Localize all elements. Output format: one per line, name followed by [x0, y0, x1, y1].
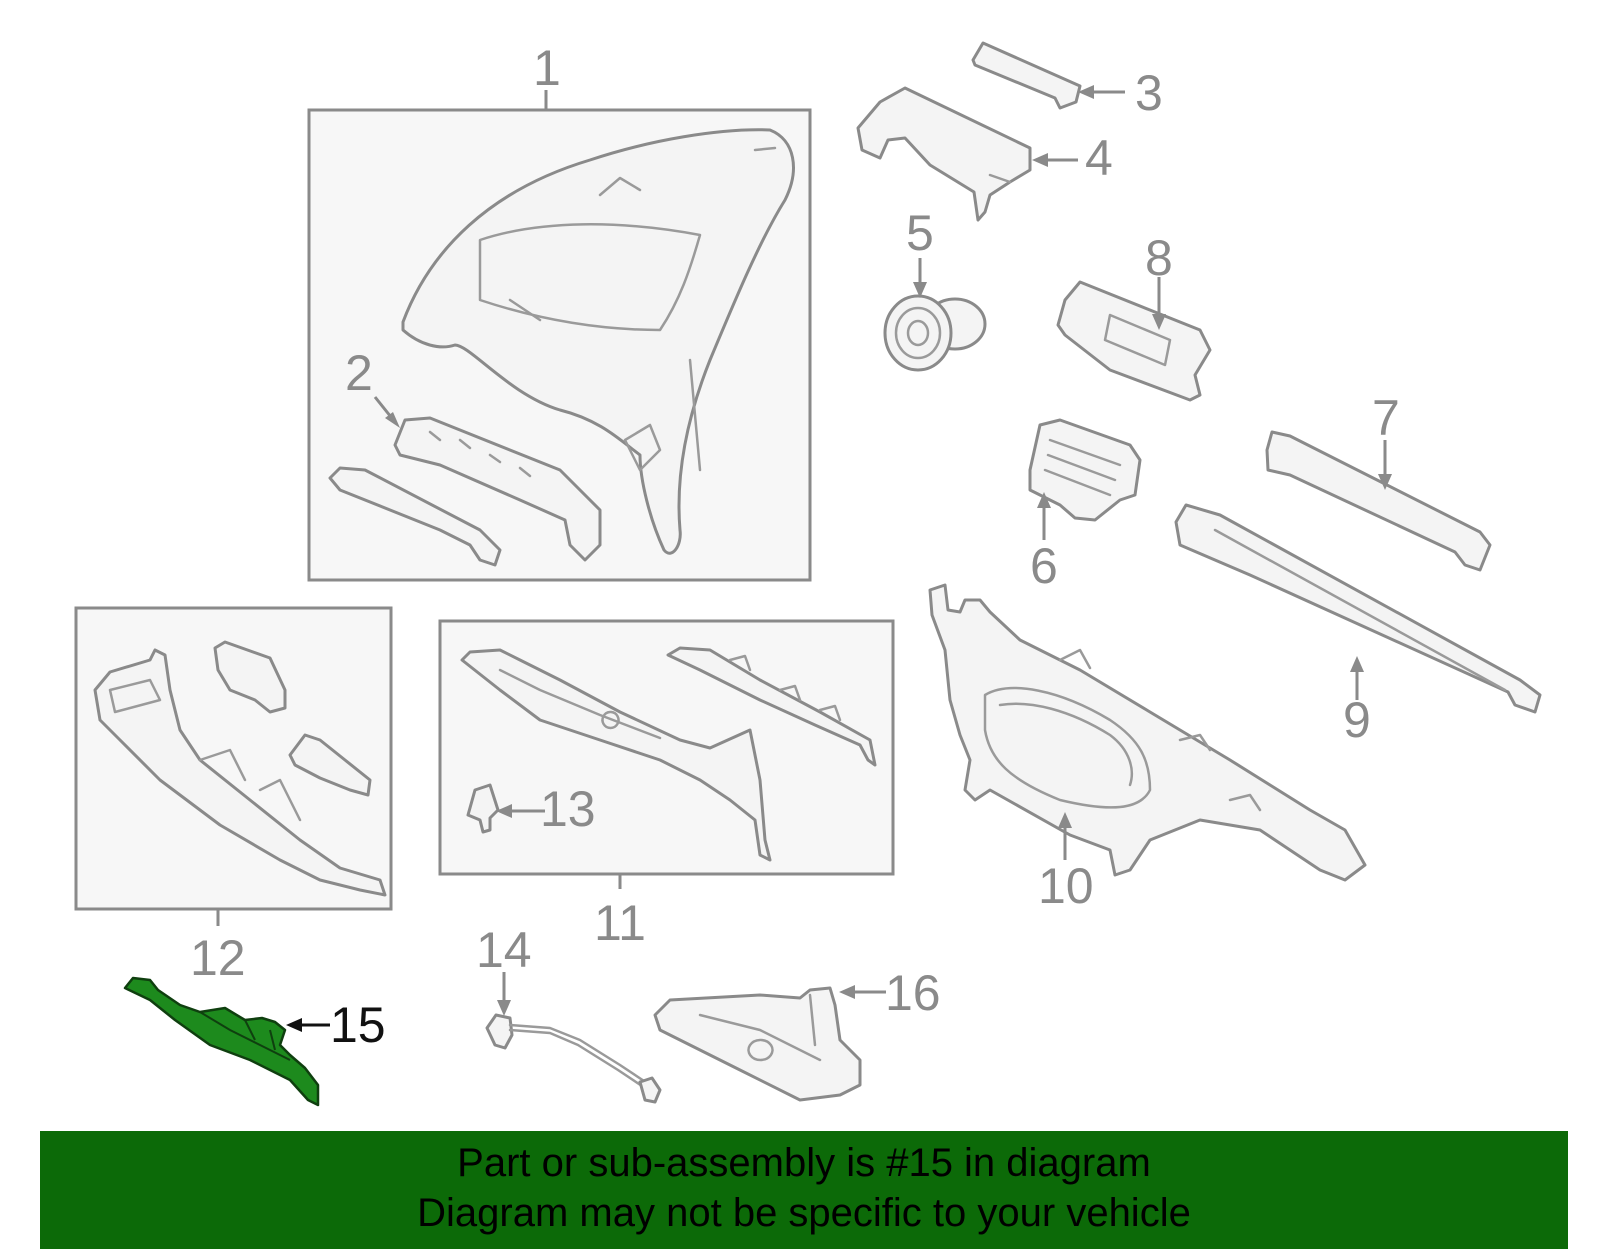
part-13-fastener[interactable]	[466, 783, 500, 834]
banner-line-disclaimer: Diagram may not be specific to your vehi…	[417, 1191, 1191, 1235]
part-12-lower-panel[interactable]	[93, 640, 387, 897]
part-5-clip[interactable]	[883, 294, 987, 372]
callout-6: 6	[1030, 538, 1058, 594]
part-14-cable[interactable]	[485, 1013, 662, 1104]
callout-4: 4	[1085, 130, 1113, 186]
part-10-bezel[interactable]	[928, 583, 1367, 882]
part-4-bracket[interactable]	[856, 86, 1032, 222]
callout-2: 2	[345, 345, 373, 401]
part-3-cover[interactable]	[971, 41, 1082, 110]
callout-15: 15	[330, 997, 386, 1053]
callout-8: 8	[1145, 230, 1173, 286]
callout-10: 10	[1038, 858, 1094, 914]
callout-11: 11	[594, 895, 646, 951]
banner-line-part-number: Part or sub-assembly is #15 in diagram	[457, 1141, 1151, 1185]
part-8-bracket[interactable]	[1056, 280, 1212, 402]
part-9-trim-panel[interactable]	[1174, 503, 1542, 714]
callout-1: 1	[533, 40, 561, 96]
part-11-lower-trim[interactable]	[460, 646, 877, 862]
part-1-glove-box-door[interactable]	[401, 128, 795, 555]
callout-16: 16	[885, 965, 941, 1021]
info-banner: Part or sub-assembly is #15 in diagram D…	[40, 1131, 1568, 1249]
callout-13: 13	[540, 781, 596, 837]
callout-9: 9	[1343, 692, 1371, 748]
part-7-bracket[interactable]	[1265, 430, 1492, 572]
callout-7: 7	[1372, 390, 1400, 446]
callout-5: 5	[906, 205, 934, 261]
part-15-highlighted[interactable]	[123, 976, 320, 1107]
part-6-latch-housing[interactable]	[1028, 418, 1142, 522]
callout-12: 12	[190, 930, 246, 986]
part-2-trim-strip[interactable]	[328, 416, 602, 567]
part-16-tray[interactable]	[653, 986, 862, 1102]
callout-14: 14	[476, 922, 532, 978]
callout-3: 3	[1135, 65, 1163, 121]
